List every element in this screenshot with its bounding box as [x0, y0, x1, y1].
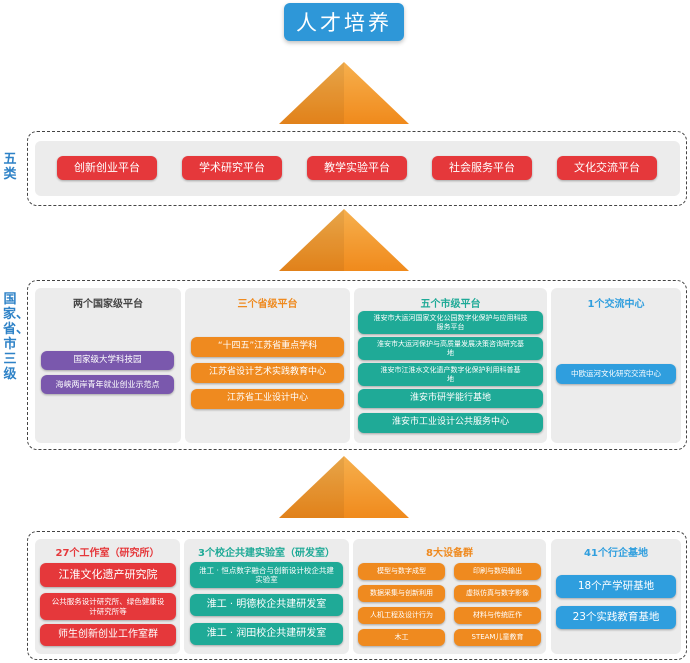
- city-item: 淮安市工业设计公共服务中心: [358, 413, 543, 433]
- platform-types-frame: [27, 131, 687, 206]
- industry-item: 23个实践教育基地: [556, 606, 676, 629]
- platform-research: 学术研究平台: [182, 156, 282, 180]
- city-heading: 五个市级平台: [420, 299, 481, 310]
- national-item: 国家级大学科技园: [41, 351, 174, 370]
- city-item: 淮安市大运河保护与高质量发展决策咨询研究基地: [358, 337, 543, 360]
- studio-item: 师生创新创业工作室群: [40, 624, 176, 646]
- up-arrow-icon: [279, 209, 409, 271]
- studio-item: 江淮文化遗产研究院: [40, 563, 176, 587]
- provincial-item: 江苏省工业设计中心: [191, 389, 344, 409]
- lab-item: 淮工 · 恒点数字融合与创新设计校企共建实验室: [190, 562, 343, 588]
- studios-heading: 27个工作室（研究所）: [55, 548, 160, 559]
- studio-item: 公共服务设计研究所、绿色健康设计研究所等: [40, 593, 176, 620]
- equipment-item: 印刷与数码输出: [454, 563, 541, 580]
- national-heading: 两个国家级平台: [73, 299, 143, 310]
- equipment-item: 人机工程及设计行为: [358, 607, 445, 624]
- equipment-heading: 8大设备群: [426, 548, 473, 559]
- national-item: 海峡两岸青年就业创业示范点: [41, 375, 174, 394]
- equipment-item: 材料与传统匠作: [454, 607, 541, 624]
- page-title: 人才培养: [284, 3, 404, 41]
- platform-cultural-exchange: 文化交流平台: [557, 156, 657, 180]
- industry-heading: 41个行企基地: [584, 548, 648, 559]
- up-arrow-icon: [279, 456, 409, 518]
- city-item: 淮安市江淮水文化遗产数字化保护利用科普基地: [358, 363, 543, 386]
- bases-frame: [27, 531, 687, 660]
- equipment-item: 木工: [358, 629, 445, 646]
- exchange-heading: 1个交流中心: [587, 299, 645, 310]
- platform-innovation: 创新创业平台: [57, 156, 157, 180]
- equipment-item: 数据采集与创新利用: [358, 585, 445, 602]
- industry-item: 18个产学研基地: [556, 575, 676, 598]
- labs-heading: 3个校企共建实验室（研发室）: [198, 548, 335, 559]
- platform-teaching: 教学实验平台: [307, 156, 407, 180]
- equipment-item: 虚拟仿真与数字影像: [454, 585, 541, 602]
- provincial-heading: 三个省级平台: [237, 299, 298, 310]
- side-label-five-types: 五类: [3, 152, 17, 182]
- equipment-item: STEAM儿童教育: [454, 629, 541, 646]
- city-item: 淮安市研学能行基地: [358, 389, 543, 408]
- city-item: 淮安市大运河国家文化公园数字化保护与应用科技服务平台: [358, 311, 543, 334]
- lab-item: 淮工 · 明德校企共建研发室: [190, 594, 343, 616]
- lab-item: 淮工 · 润田校企共建研发室: [190, 623, 343, 645]
- levels-frame: [27, 280, 687, 450]
- equipment-item: 模型与数字成型: [358, 563, 445, 580]
- up-arrow-icon: [279, 62, 409, 124]
- provincial-item: “十四五”江苏省重点学科: [191, 337, 344, 357]
- provincial-item: 江苏省设计艺术实践教育中心: [191, 363, 344, 383]
- exchange-item: 中欧运河文化研究交流中心: [556, 364, 676, 384]
- side-label-three-levels: 国家、省、市三级: [3, 292, 30, 382]
- platform-social-service: 社会服务平台: [432, 156, 532, 180]
